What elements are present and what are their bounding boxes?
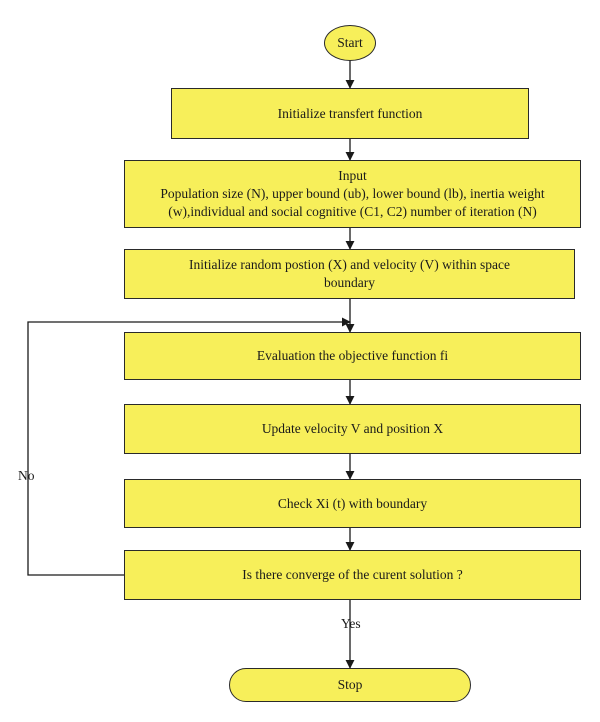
converge-label: Is there converge of the curent solution… [242, 567, 463, 582]
input-line-2: (w),individual and social cognitive (C1,… [168, 204, 537, 219]
stop-node: Stop [229, 668, 471, 702]
init-random-box: Initialize random postion (X) and veloci… [124, 249, 575, 299]
yes-label: Yes [341, 616, 361, 631]
converge-box: Is there converge of the curent solution… [124, 550, 581, 600]
input-box: Input Population size (N), upper bound (… [124, 160, 581, 228]
input-line-1: Population size (N), upper bound (ub), l… [160, 186, 545, 201]
update-box: Update velocity V and position X [124, 404, 581, 454]
init-transfer-box: Initialize transfert function [171, 88, 529, 139]
check-label: Check Xi (t) with boundary [277, 495, 428, 511]
start-label: Start [337, 35, 363, 50]
update-label: Update velocity V and position X [261, 421, 444, 436]
input-title: Input [338, 168, 367, 183]
start-node: Start [324, 25, 376, 61]
check-box: Check Xi (t) with boundary [124, 479, 581, 528]
evaluate-label: Evaluation the objective function fi [256, 348, 449, 363]
stop-label: Stop [337, 677, 363, 692]
arrow-no-loop [27, 317, 351, 576]
evaluate-box: Evaluation the objective function fi [124, 332, 581, 380]
no-label: No [18, 468, 35, 483]
init-transfer-label: Initialize transfert function [277, 105, 423, 121]
init-random-line-1: Initialize random postion (X) and veloci… [189, 257, 510, 272]
init-random-line-2: boundary [324, 275, 375, 290]
